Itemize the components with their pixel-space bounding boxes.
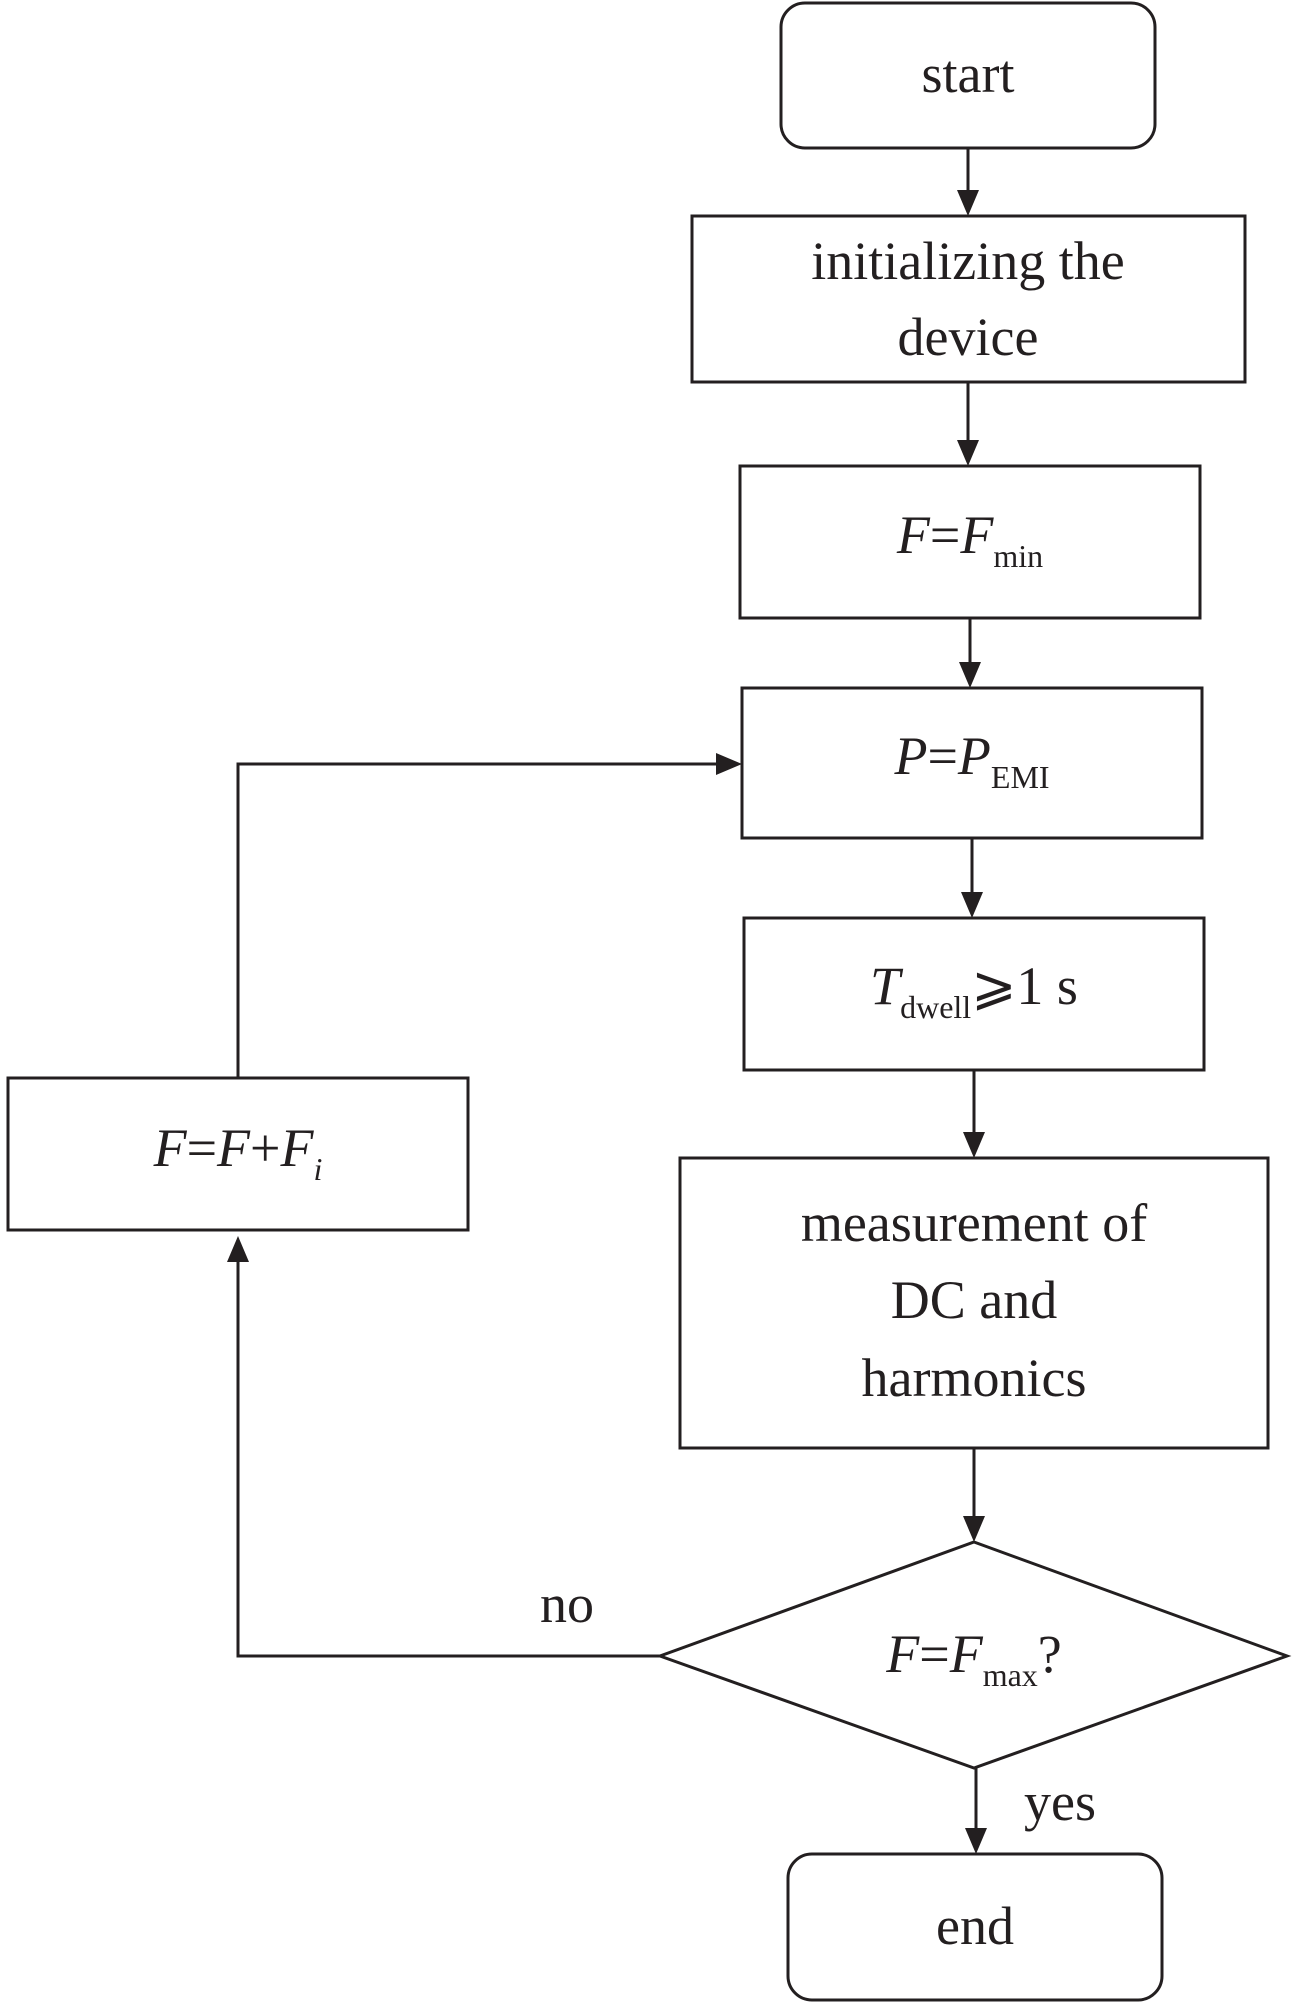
edge-increment-pemi (236, 762, 716, 1078)
measurement-node: measurement of DC and harmonics (678, 1156, 1270, 1450)
arrowhead (227, 1236, 249, 1262)
arrowhead (965, 1828, 987, 1854)
arrowhead (963, 1132, 985, 1158)
initialize-label-line1: initializing the (811, 231, 1124, 291)
increment-node: F=F+Fi (6, 1076, 470, 1232)
decision-node: F=Fmax? (655, 1540, 1292, 1770)
connectors (227, 148, 987, 1854)
end-label: end (936, 1896, 1014, 1956)
decision-label: F=Fmax? (885, 1624, 1062, 1693)
arrowhead (961, 892, 983, 918)
start-label: start (922, 44, 1015, 104)
t-dwell-node: Tdwell⩾1 s (742, 916, 1206, 1072)
edge-decision-increment (236, 1262, 660, 1658)
edge-label-no: no (540, 1574, 594, 1634)
arrowhead (957, 190, 979, 216)
t-dwell-label: Tdwell⩾1 s (870, 956, 1078, 1025)
increment-label: F=F+Fi (153, 1118, 323, 1187)
f-min-label: F=Fmin (896, 505, 1043, 574)
p-emi-label: P=PEMI (893, 726, 1049, 795)
measurement-label-line1: measurement of (801, 1193, 1147, 1253)
initialize-label-line2: device (898, 307, 1039, 367)
f-min-node: F=Fmin (738, 464, 1202, 620)
p-emi-node: P=PEMI (740, 686, 1204, 840)
edge-label-yes: yes (1024, 1772, 1096, 1832)
measurement-label-line2: DC and (891, 1270, 1057, 1330)
arrowhead (957, 440, 979, 466)
arrowhead (716, 753, 742, 775)
measurement-label-line3: harmonics (862, 1348, 1087, 1408)
initialize-node: initializing the device (690, 214, 1247, 384)
arrowhead (963, 1516, 985, 1542)
arrowhead (959, 662, 981, 688)
end-node: end (786, 1852, 1164, 2002)
start-node: start (779, 1, 1157, 150)
